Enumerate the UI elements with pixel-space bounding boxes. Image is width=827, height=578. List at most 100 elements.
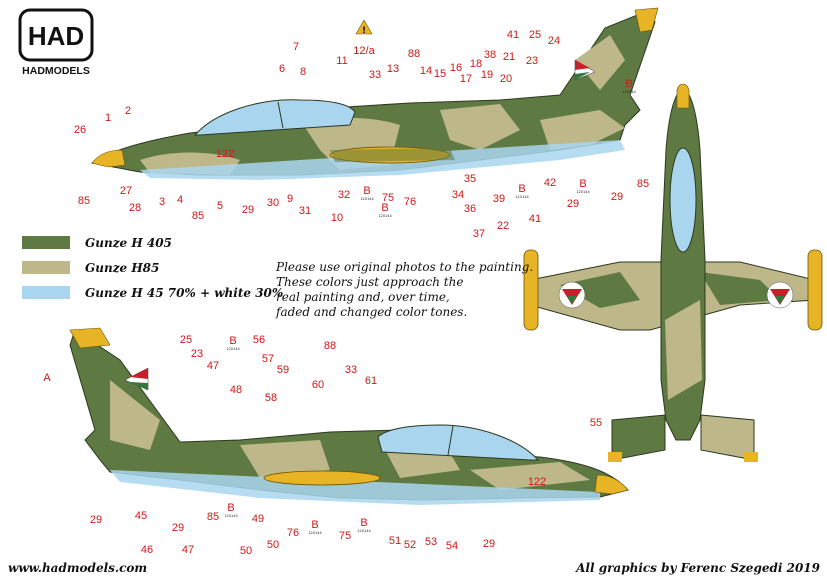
credit-text: All graphics by Ferenc Szegedi 2019 bbox=[575, 561, 821, 575]
bottom-callout: 25 bbox=[180, 334, 192, 346]
top-callout: 10 bbox=[331, 212, 343, 224]
bottom-callout: 85 bbox=[207, 511, 219, 523]
top-callout: 26 bbox=[74, 124, 86, 136]
top-stencil-code: 120144 bbox=[360, 197, 374, 201]
top-callout: 29 bbox=[611, 191, 623, 203]
top-callout: B bbox=[625, 78, 632, 90]
top-callout: 27 bbox=[120, 185, 132, 197]
top-callout: 85 bbox=[192, 210, 204, 222]
bottom-callout: 47 bbox=[207, 360, 219, 372]
top-callout: B bbox=[518, 183, 525, 195]
roundel-fin-top bbox=[574, 59, 596, 81]
top-callout: 38 bbox=[484, 49, 496, 61]
top-callout: 5 bbox=[217, 200, 223, 212]
side-view-right: 122 bbox=[69, 327, 629, 505]
top-callout: 18 bbox=[470, 58, 482, 70]
bottom-callout: 52 bbox=[404, 539, 416, 551]
top-stencil-code: 120144 bbox=[622, 90, 636, 94]
top-callout: 88 bbox=[408, 48, 420, 60]
bottom-callout: 45 bbox=[135, 510, 147, 522]
top-callout: 41 bbox=[529, 213, 541, 225]
bottom-callout: 54 bbox=[446, 540, 458, 552]
bottom-callout: 60 bbox=[312, 379, 324, 391]
bottom-callout: 53 bbox=[425, 536, 437, 548]
top-callout: 25 bbox=[529, 29, 541, 41]
legend-swatch-green bbox=[22, 236, 70, 249]
bottom-callout: 57 bbox=[262, 353, 274, 365]
color-legend: Gunze H 405 Gunze H85 Gunze H 45 70% + w… bbox=[22, 236, 283, 300]
top-callout: 8 bbox=[300, 66, 306, 78]
top-callout: 42 bbox=[544, 177, 556, 189]
top-stencil-code: 120144 bbox=[378, 214, 392, 218]
bottom-callout: 29 bbox=[172, 522, 184, 534]
bottom-callout: 61 bbox=[365, 375, 377, 387]
top-callout: 4 bbox=[177, 194, 183, 206]
painting-note: Please use original photos to the painti… bbox=[275, 260, 533, 319]
bottom-callout: 33 bbox=[345, 364, 357, 376]
bottom-callout: B bbox=[311, 519, 318, 531]
bottom-callout: 49 bbox=[252, 513, 264, 525]
top-callout: 23 bbox=[526, 55, 538, 67]
legend-label-3: Gunze H 45 70% + white 30% bbox=[85, 286, 283, 300]
logo-text: HAD bbox=[28, 21, 84, 51]
top-callout: 34 bbox=[452, 189, 464, 201]
top-callout: 76 bbox=[404, 196, 416, 208]
bottom-callout: A bbox=[43, 372, 51, 384]
note-line-2: These colors just approach the bbox=[276, 275, 463, 289]
legend-label-2: Gunze H85 bbox=[85, 261, 159, 275]
top-callout: 41 bbox=[507, 29, 519, 41]
website-text: www.hadmodels.com bbox=[8, 561, 147, 575]
top-callout: 12/a bbox=[353, 45, 375, 57]
bottom-stencil-code: 120144 bbox=[357, 529, 371, 533]
legend-swatch-tan bbox=[22, 261, 70, 274]
bottom-callout: B bbox=[360, 517, 367, 529]
top-callout: 31 bbox=[299, 205, 311, 217]
aircraft-number-bottom: 122 bbox=[528, 476, 546, 488]
top-callout: 35 bbox=[464, 173, 476, 185]
bottom-callout: 51 bbox=[389, 535, 401, 547]
bottom-callout: 55 bbox=[590, 417, 602, 429]
bottom-stencil-code: 120144 bbox=[308, 531, 322, 535]
bottom-callout: 29 bbox=[90, 514, 102, 526]
top-callout: 29 bbox=[242, 204, 254, 216]
top-callout: 1 bbox=[105, 112, 111, 124]
bottom-callout: 47 bbox=[182, 544, 194, 556]
bottom-callout: 76 bbox=[287, 527, 299, 539]
legend-swatch-blue bbox=[22, 286, 70, 299]
bottom-callout: 88 bbox=[324, 340, 336, 352]
top-callout: 85 bbox=[78, 195, 90, 207]
bottom-callout: 50 bbox=[240, 545, 252, 557]
aircraft-number-top: 122 bbox=[216, 148, 234, 160]
top-callout: B bbox=[363, 185, 370, 197]
bottom-stencil-code: 120144 bbox=[226, 347, 240, 351]
top-callout: 24 bbox=[548, 35, 560, 47]
top-callout: 9 bbox=[287, 193, 293, 205]
roundel-wing-right bbox=[766, 281, 794, 309]
roundel-fin-bottom bbox=[124, 367, 149, 391]
top-callout: 30 bbox=[267, 197, 279, 209]
top-callout: 85 bbox=[637, 178, 649, 190]
plan-view bbox=[523, 83, 823, 462]
bottom-callout: 75 bbox=[339, 530, 351, 542]
note-line-1: Please use original photos to the painti… bbox=[275, 260, 533, 274]
top-callout: 14 bbox=[420, 65, 432, 77]
top-callout: 75 bbox=[382, 192, 394, 204]
bottom-callout: B bbox=[229, 335, 236, 347]
top-callout: 32 bbox=[338, 189, 350, 201]
bottom-callout: 46 bbox=[141, 544, 153, 556]
top-callout: 37 bbox=[473, 228, 485, 240]
top-callout: 29 bbox=[567, 198, 579, 210]
top-stencil-code: 120144 bbox=[515, 195, 529, 199]
top-callout: 11 bbox=[336, 55, 347, 67]
top-callout: 21 bbox=[503, 51, 515, 63]
top-callout: 33 bbox=[369, 69, 381, 81]
top-callout: 13 bbox=[387, 63, 399, 75]
note-line-3: real painting and, over time, bbox=[276, 290, 450, 304]
top-callout: B bbox=[579, 178, 586, 190]
top-callout: 22 bbox=[497, 220, 509, 232]
bottom-callout: 48 bbox=[230, 384, 242, 396]
top-callout: 17 bbox=[460, 73, 472, 85]
top-callout: 39 bbox=[493, 193, 505, 205]
top-callout: 3 bbox=[159, 196, 165, 208]
